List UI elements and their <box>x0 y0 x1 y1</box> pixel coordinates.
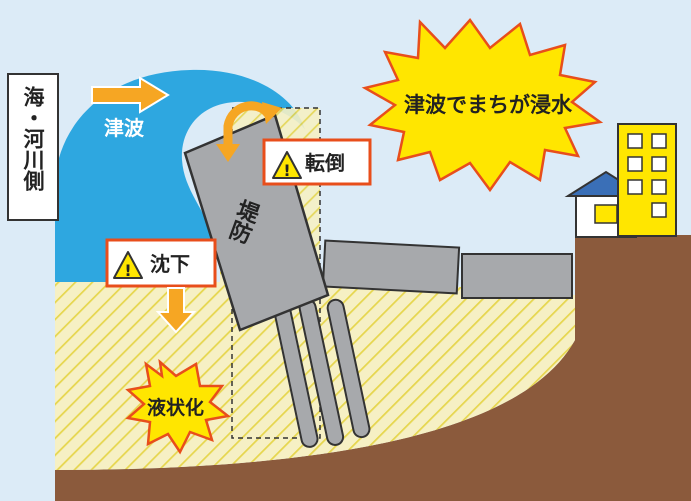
warning-overturn-label: 転倒 <box>305 151 345 175</box>
arrow-down-icon <box>155 287 197 334</box>
arrow-right-icon <box>91 76 170 114</box>
slab-left <box>321 239 461 295</box>
flood-label: 津波でまちが浸水 <box>404 93 573 117</box>
warning-icon: ! <box>272 151 302 180</box>
svg-text:!: ! <box>124 261 131 280</box>
tsunami-wave <box>55 69 305 282</box>
flood-burst: 津波でまちが浸水 <box>361 18 604 193</box>
wave-label: 津波 <box>104 116 145 140</box>
embankment <box>183 113 330 332</box>
curved-arrow-icon <box>216 101 282 162</box>
piles <box>272 298 371 448</box>
building-icon <box>617 123 677 237</box>
slab-right <box>461 253 573 299</box>
side-label-box <box>7 73 59 221</box>
warning-overturn: ! 転倒 <box>262 138 372 186</box>
svg-text:!: ! <box>283 161 290 180</box>
liquefaction-label: 液状化 <box>147 396 204 419</box>
warning-subsidence-label: 沈下 <box>150 252 190 276</box>
liquefaction-burst: 液状化 <box>125 358 231 455</box>
side-label: 海・河川側 <box>21 85 46 191</box>
warning-subsidence: ! 沈下 <box>105 238 217 288</box>
warning-icon: ! <box>113 251 143 280</box>
ground-land <box>55 235 691 501</box>
